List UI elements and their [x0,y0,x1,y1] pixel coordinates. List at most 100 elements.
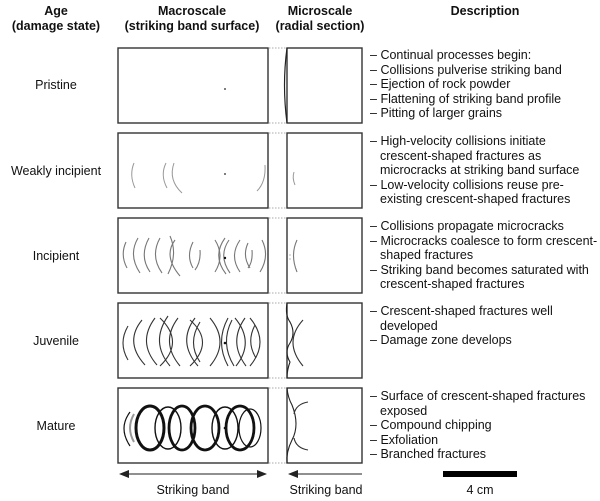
description-mature: Surface of crescent-shaped fractures exp… [370,389,600,462]
micro-panel-incipient [286,217,363,294]
crack [234,317,246,367]
micro-profile [286,387,297,464]
stage-juvenile-drawings [117,302,363,379]
description-item: Collisions propagate microcracks [370,219,600,234]
crack [236,317,247,367]
crack [122,325,129,361]
age-label-pristine: Pristine [35,78,77,92]
macro-panel-incipient [117,217,269,294]
crack [223,239,231,274]
micro-striking-band-label: Striking band [289,483,363,497]
crack [154,237,163,274]
description-item: Surface of crescent-shaped fractures exp… [370,389,600,418]
header-macroscale-subtitle: (striking band surface) [124,19,260,33]
description-item: Exfoliation [370,433,600,448]
header-microscale-title: Microscale [287,4,353,18]
micro-crack [292,239,298,273]
micro-profile [285,302,294,379]
macro-panel-pristine [117,47,269,124]
impact-point [223,341,227,345]
micro-pit [289,258,291,260]
header-macroscale: Macroscale (striking band surface) [112,4,272,34]
macro-panel-weakly-incipient [117,132,269,209]
fracture-ring [238,408,262,448]
micro-crack [293,437,309,451]
crack [218,237,227,275]
crack [133,319,146,366]
crack [132,237,141,274]
crack [168,317,181,367]
header-microscale: Microscale (radial section) [270,4,370,34]
crack [158,315,171,367]
description-item: Collisions pulverise striking band [370,63,600,78]
crack [131,162,136,189]
crack [233,239,241,273]
age-label-juvenile: Juvenile [33,334,79,348]
macro-panel-mature [117,387,269,464]
crack [145,317,158,366]
description-item: High-velocity collisions initiate cresce… [370,134,600,178]
description-item: Ejection of rock powder [370,77,600,92]
impact-point [223,256,227,260]
crack [249,317,261,367]
micro-crack [293,401,309,415]
crack-light [129,413,135,443]
description-item: Crescent-shaped fractures well developed [370,304,600,333]
crack [143,237,151,273]
description-pristine: Continual processes begin: Collisions pu… [370,48,600,121]
stage-weakly-incipient-drawings [117,132,363,209]
crack [159,317,174,367]
stage-incipient-drawings [117,217,363,294]
header-description-title: Description [450,4,520,18]
description-item: Flattening of striking band profile [370,92,600,107]
crack [188,241,194,269]
crack [189,319,204,367]
age-label-weakly-incipient: Weakly incipient [10,164,102,178]
description-item: Pitting of larger grains [370,106,600,121]
macro-panel-juvenile [117,302,269,379]
micro-panel-juvenile [286,302,363,379]
impact-point [224,88,226,90]
description-item: Branched fractures [370,447,600,462]
age-label-incipient: Incipient [32,249,80,263]
crack [192,321,201,363]
description-item: Continual processes begin: [370,48,600,63]
description-item: Low-velocity collisions reuse pre-existi… [370,178,600,207]
stage-pristine-drawings [117,47,363,124]
crack [220,317,229,367]
crack [214,239,221,273]
fracture-ring [211,406,239,450]
header-microscale-subtitle: (radial section) [275,19,365,33]
crack [259,239,267,273]
macro-striking-band-label: Striking band [156,483,230,497]
description-item: Striking band becomes saturated with cre… [370,263,600,292]
scale-bar-label: 4 cm [466,483,494,497]
crack [250,324,257,359]
fracture-ring [167,404,197,452]
crack [247,249,253,269]
fracture-ring [224,404,256,452]
micro-crack [292,171,296,186]
crack [209,317,221,367]
micro-panel-mature [286,387,363,464]
age-label-mature: Mature [36,419,76,433]
header-age: Age (damage state) [0,4,112,34]
header-description: Description [370,4,600,19]
impact-point [223,426,227,430]
crack [167,235,175,275]
description-item: Microcracks coalesce to form crescent-sh… [370,234,600,263]
crack [225,319,235,367]
micro-panel-pristine [286,47,363,124]
description-juvenile: Crescent-shaped fractures well developed… [370,304,600,348]
header-age-title: Age [44,4,68,18]
scale-bar [443,471,517,477]
description-item: Damage zone develops [370,333,600,348]
crack [194,249,201,271]
crack [244,242,251,269]
micro-panel-weakly-incipient [286,132,363,209]
crack [123,411,131,447]
crack [256,164,266,192]
description-item: Compound chipping [370,418,600,433]
micro-crack [292,319,304,367]
